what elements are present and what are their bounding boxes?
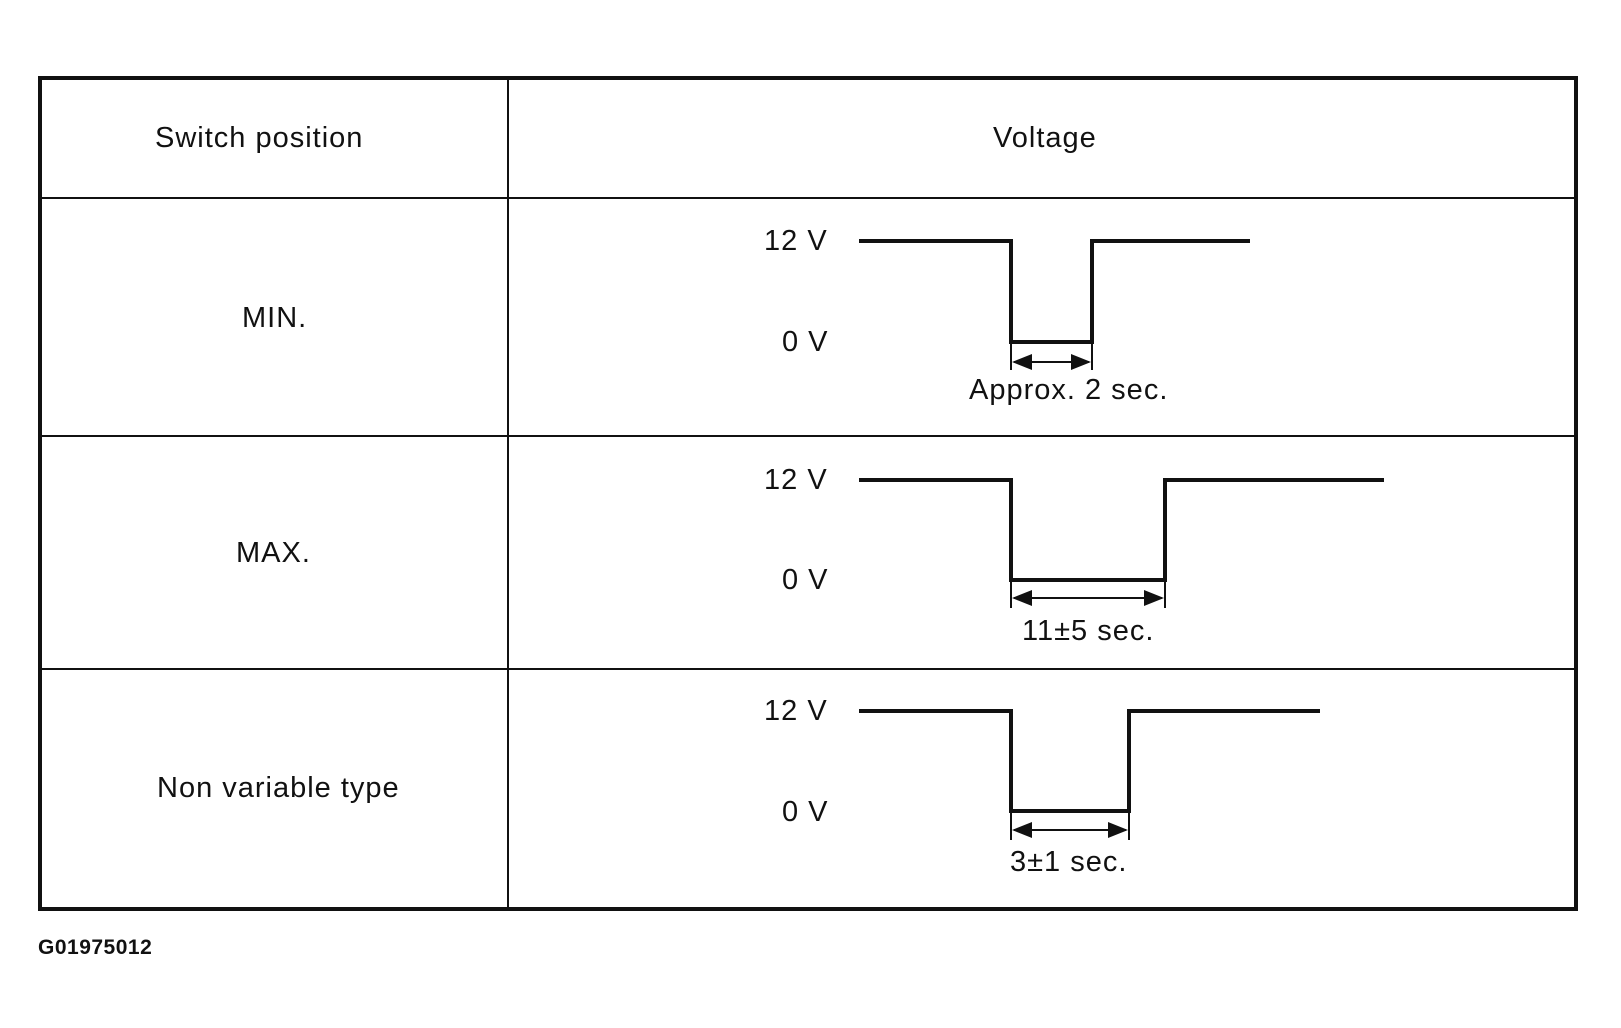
row-max-position: MAX. — [236, 537, 311, 569]
row-min-0v-label: 0 V — [782, 326, 829, 358]
table-frame — [38, 76, 1578, 911]
row-nonvariable-12v-label: 12 V — [764, 695, 828, 727]
row-nonvariable-position: Non variable type — [157, 772, 400, 804]
header-row-divider — [38, 197, 1578, 199]
header-switch-position: Switch position — [155, 122, 364, 154]
header-voltage: Voltage — [993, 122, 1097, 154]
row-divider-2 — [38, 668, 1578, 670]
row-max-12v-label: 12 V — [764, 464, 828, 496]
column-divider — [507, 76, 509, 911]
row-divider-1 — [38, 435, 1578, 437]
row-min-position: MIN. — [242, 302, 308, 334]
row-nonvariable-0v-label: 0 V — [782, 796, 829, 828]
figure-id: G01975012 — [38, 936, 153, 959]
row-max-duration-label: 11±5 sec. — [1022, 615, 1155, 647]
row-min-12v-label: 12 V — [764, 225, 828, 257]
row-nonvariable-duration-label: 3±1 sec. — [1010, 846, 1128, 878]
row-max-0v-label: 0 V — [782, 564, 829, 596]
row-min-duration-label: Approx. 2 sec. — [969, 374, 1169, 406]
